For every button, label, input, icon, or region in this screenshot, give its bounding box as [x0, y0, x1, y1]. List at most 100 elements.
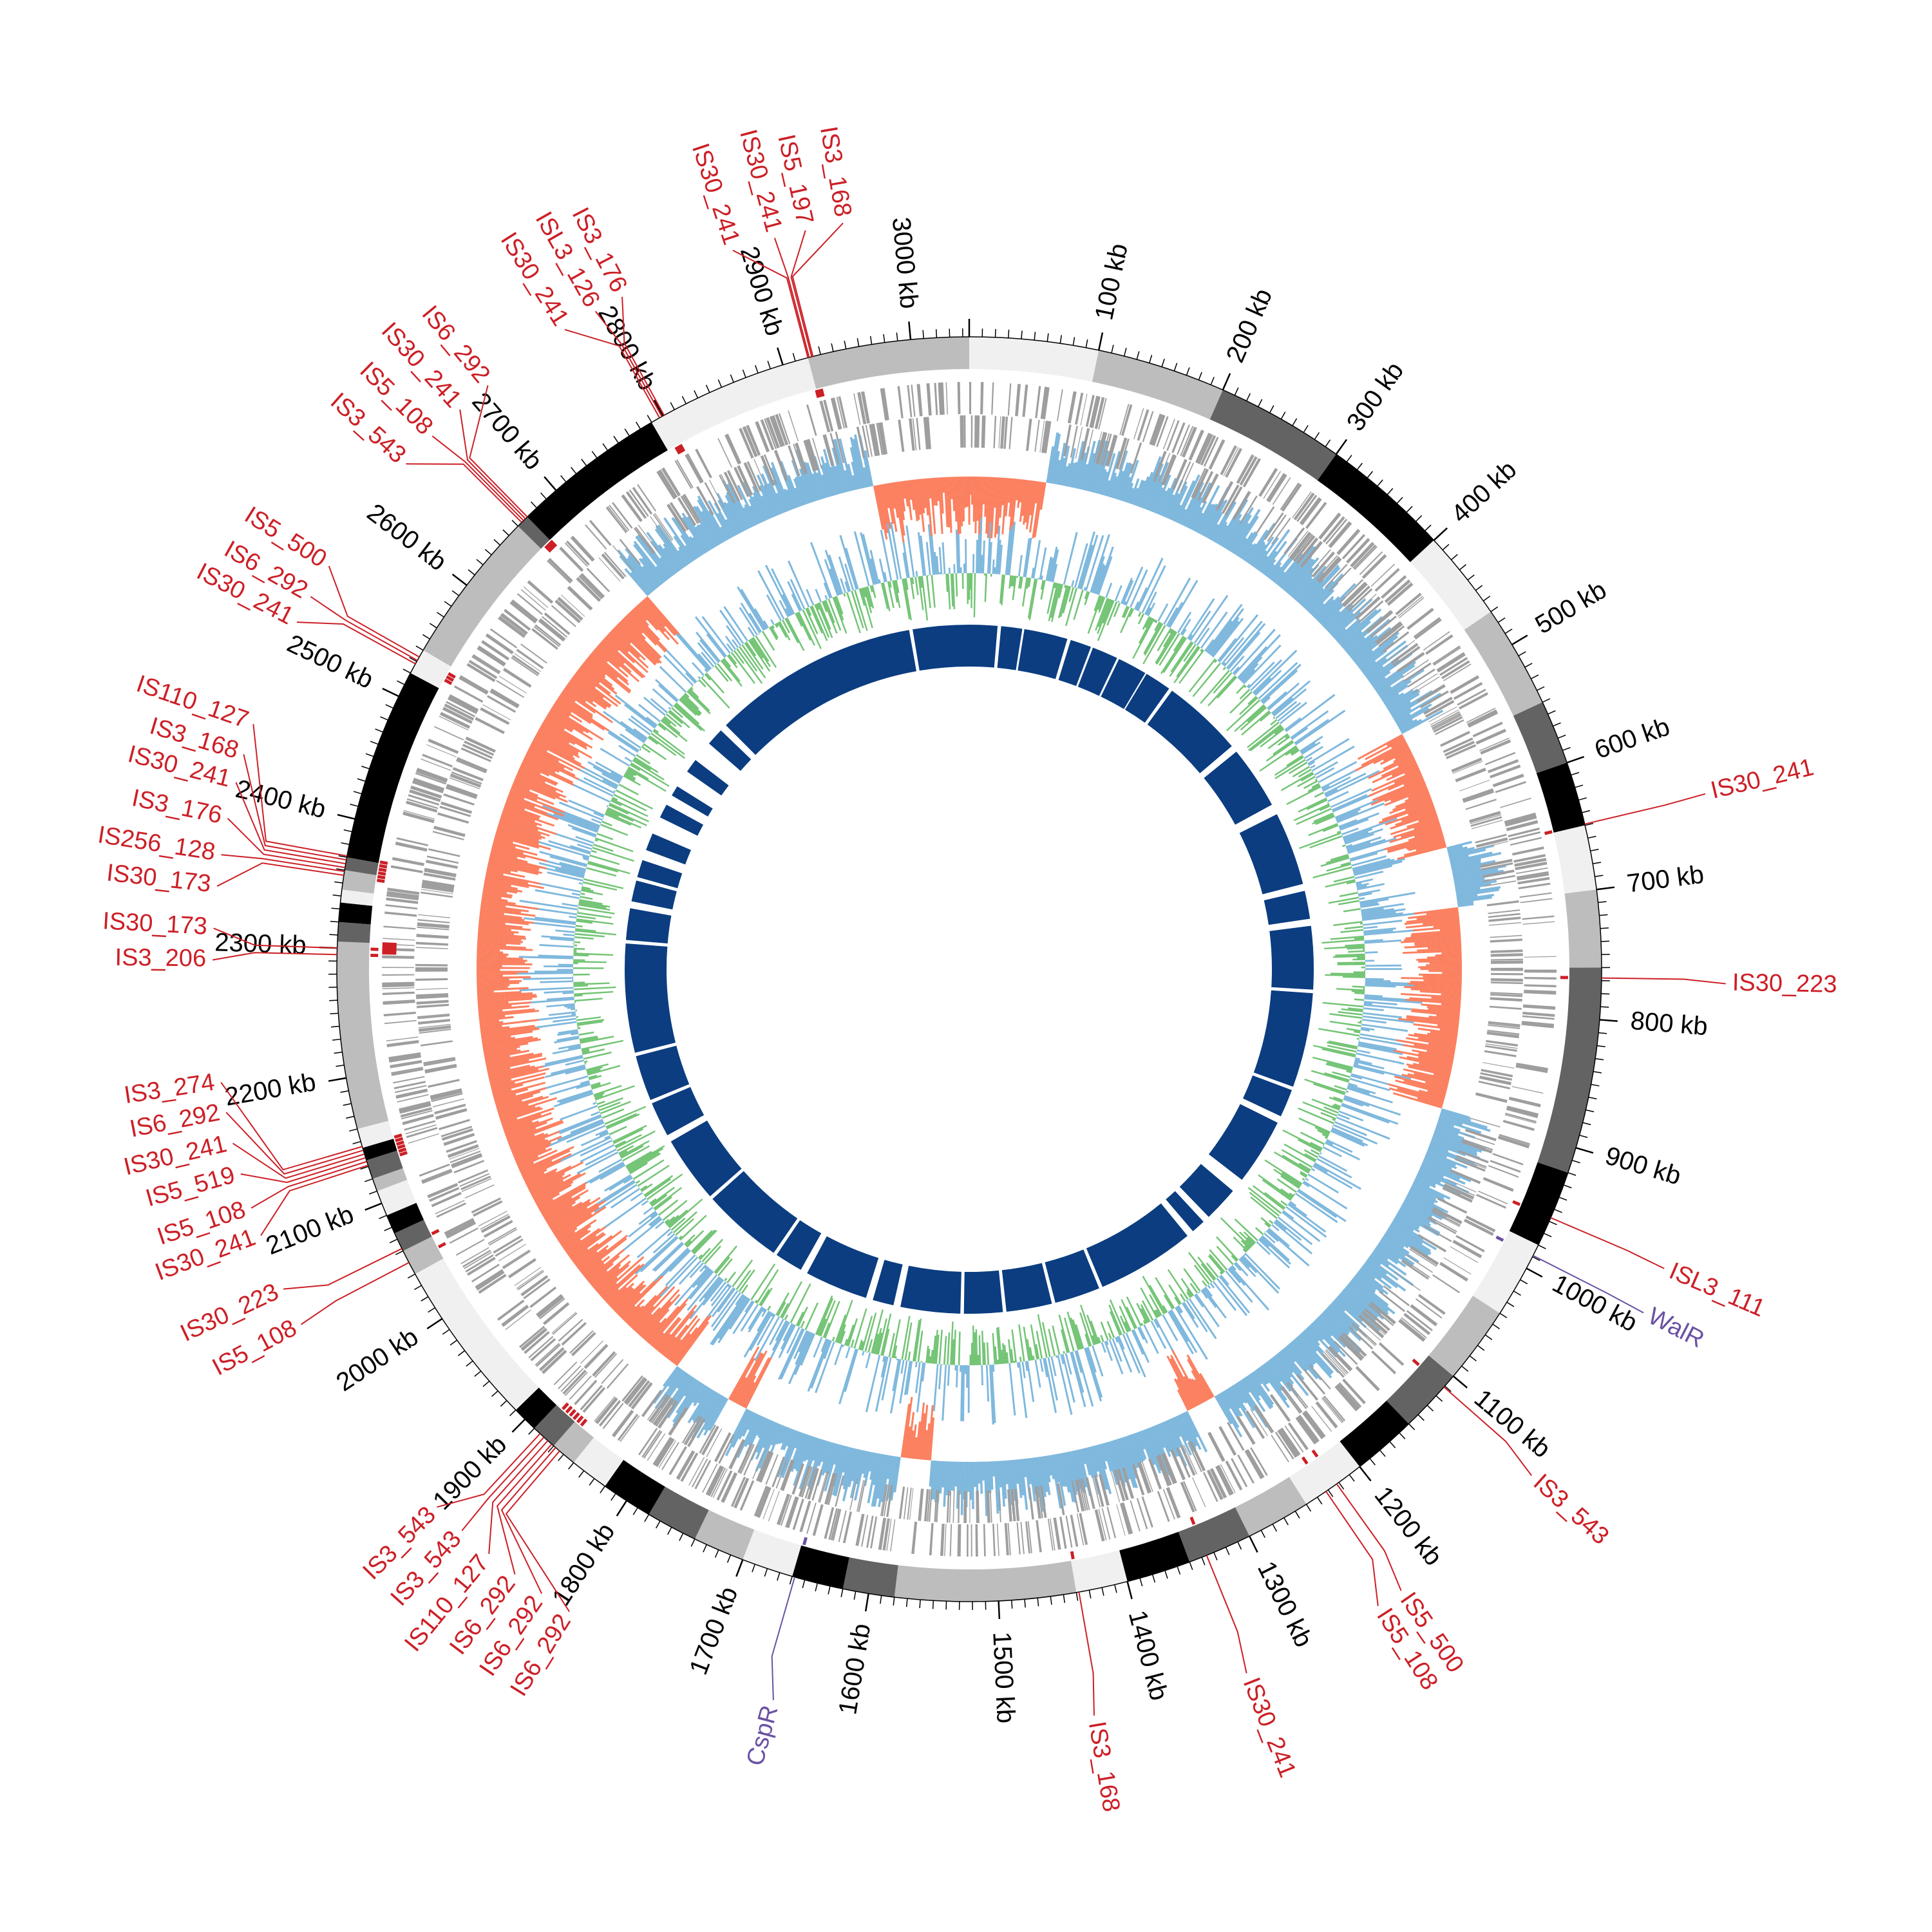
skew-negative-bar	[1341, 1291, 1376, 1322]
gc-high-bar	[900, 1359, 905, 1374]
gene-mark	[946, 1490, 950, 1523]
gc-low-bar	[909, 577, 915, 600]
skew-positive-bar	[1406, 837, 1444, 850]
gc-high-bar	[981, 1365, 984, 1386]
is-position-mark	[448, 672, 456, 679]
is-position-mark	[393, 1133, 402, 1139]
skew-negative-bar	[677, 1373, 689, 1389]
gene-mark	[625, 1378, 648, 1405]
skew-positive-bar	[564, 1238, 582, 1252]
gene-mark	[417, 926, 450, 931]
gc-low-bar	[847, 1318, 858, 1347]
gene-mark	[1007, 1522, 1011, 1555]
skew-negative-bar	[1302, 1330, 1324, 1354]
gc-high-bar	[844, 581, 850, 592]
gene-mark	[436, 1202, 466, 1218]
skew-positive-bar	[521, 762, 550, 777]
gc-low-bar	[1286, 786, 1321, 805]
skew-positive-bar	[489, 1068, 550, 1084]
minor-tick	[714, 1549, 719, 1558]
skew-negative-bar	[793, 478, 805, 506]
skew-negative-bar	[842, 1448, 857, 1502]
skew-positive-bar	[1395, 793, 1430, 808]
is-position-mark	[547, 541, 556, 549]
skew-positive-bar	[516, 1155, 539, 1167]
gc-low-bar	[921, 576, 929, 621]
gc-low-bar	[1169, 629, 1173, 634]
gene-mark	[1218, 1426, 1237, 1456]
gene-mark	[1296, 1374, 1319, 1401]
gc-high-bar	[1071, 580, 1075, 587]
gc-high-bar	[1338, 1110, 1364, 1122]
gene-mark	[480, 707, 510, 725]
gc-high-bar	[1305, 756, 1313, 762]
gene-mark	[621, 1375, 643, 1402]
minor-tick	[896, 332, 898, 341]
inner-track-segment	[636, 1045, 690, 1101]
gene-mark	[1303, 1368, 1326, 1395]
gene-mark	[435, 1200, 465, 1215]
gc-high-bar	[1155, 1318, 1177, 1356]
skew-negative-bar	[1208, 524, 1219, 540]
gene-mark	[1336, 529, 1361, 555]
skew-negative-bar	[1233, 1383, 1247, 1404]
gc-low-bar	[1132, 618, 1155, 659]
skew-positive-bar	[519, 1146, 574, 1173]
gc-low-bar	[574, 990, 614, 996]
gc-low-bar	[1079, 1312, 1092, 1347]
gc-high-bar	[1108, 1339, 1124, 1375]
skew-positive-bar	[578, 1248, 607, 1271]
gene-mark	[969, 382, 972, 415]
ideogram-band	[410, 650, 451, 688]
skew-positive-bar	[478, 928, 519, 934]
gc-high-bar	[561, 866, 585, 874]
gc-high-bar	[1094, 565, 1106, 594]
minor-tick	[334, 881, 343, 884]
gc-high-bar	[591, 818, 601, 824]
gc-high-bar	[1195, 1293, 1220, 1327]
gene-mark	[1364, 1308, 1390, 1331]
skew-negative-bar	[943, 1461, 948, 1507]
gene-mark	[580, 1340, 603, 1365]
skew-negative-bar	[1115, 1439, 1131, 1480]
gc-low-bar	[600, 1101, 631, 1115]
gc-high-bar	[1332, 1124, 1378, 1145]
gc-high-bar	[1227, 632, 1261, 670]
skew-positive-bar	[585, 658, 606, 676]
skew-negative-bar	[673, 535, 693, 563]
gene-mark	[1157, 453, 1171, 484]
skew-negative-bar	[1328, 598, 1367, 634]
gc-high-bar	[828, 554, 844, 594]
skew-negative-bar	[1282, 1347, 1296, 1363]
skew-positive-bar	[929, 1417, 935, 1461]
gc-high-bar	[1258, 1238, 1291, 1269]
gene-mark	[415, 942, 448, 946]
minor-tick	[1034, 332, 1036, 341]
gc-high-bar	[706, 634, 726, 658]
gc-high-bar	[748, 1307, 764, 1333]
gc-low-bar	[1242, 1248, 1247, 1253]
gc-low-bar	[581, 1048, 590, 1052]
skew-negative-bar	[1140, 456, 1162, 508]
gc-high-bar	[562, 902, 579, 907]
gene-mark	[1352, 1322, 1378, 1345]
skew-negative-bar	[806, 1439, 824, 1487]
gene-mark	[434, 726, 464, 741]
skew-negative-bar	[756, 474, 777, 517]
skew-positive-bar	[480, 1026, 536, 1036]
skew-positive-bar	[477, 965, 502, 967]
minor-tick	[694, 390, 699, 399]
gene-mark	[556, 599, 581, 622]
skew-negative-bar	[1452, 867, 1481, 875]
gene-mark	[638, 1428, 658, 1455]
gc-high-bar	[1331, 1127, 1363, 1142]
gc-high-bar	[1325, 770, 1380, 798]
gc-low-bar	[1325, 974, 1365, 977]
gc-low-bar	[1029, 1347, 1034, 1361]
gc-low-bar	[864, 1312, 877, 1352]
is-leader-line	[251, 1160, 367, 1209]
gene-mark	[967, 1524, 969, 1557]
gc-low-bar	[1267, 733, 1289, 750]
gc-low-bar	[1160, 636, 1186, 674]
minor-tick	[331, 907, 340, 910]
